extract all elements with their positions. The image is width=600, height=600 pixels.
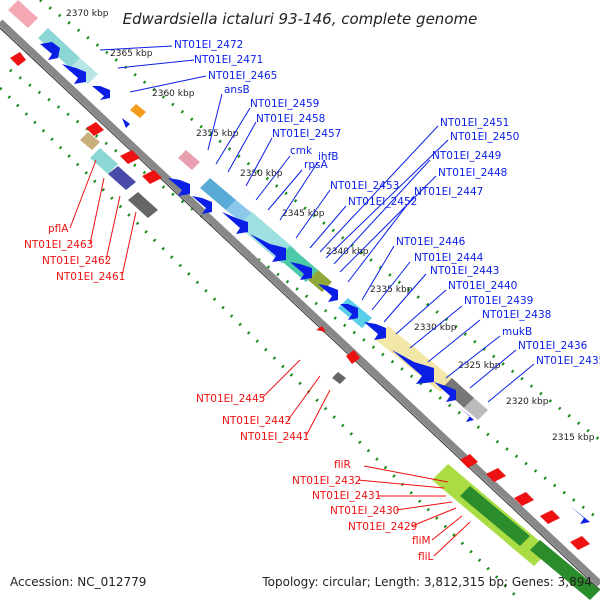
gene-label: NT01EI_2471 bbox=[194, 54, 263, 66]
gene-label: NT01EI_2451 bbox=[440, 117, 509, 129]
map-title: Edwardsiella ictaluri 93-146, complete g… bbox=[123, 10, 478, 28]
forward-gene-labels: NT01EI_2472 NT01EI_2471 NT01EI_2465 ansB… bbox=[174, 39, 600, 367]
kbp-tick: 2350 kbp bbox=[240, 169, 283, 179]
genome-backbone bbox=[0, 19, 600, 587]
gene-label: NT01EI_2436 bbox=[518, 340, 588, 352]
kbp-tick: 2320 kbp bbox=[506, 397, 549, 407]
gene-label: NT01EI_2439 bbox=[464, 295, 533, 307]
kbp-tick: 2315 kbp bbox=[552, 433, 595, 443]
gene-label: NT01EI_2448 bbox=[438, 167, 507, 179]
reverse-leaders bbox=[69, 159, 471, 557]
gene-label: NT01EI_2445 bbox=[196, 393, 265, 405]
gene-label: cmk bbox=[290, 145, 313, 157]
gene-label: fliL bbox=[418, 551, 434, 563]
gene-label: NT01EI_2447 bbox=[414, 186, 483, 198]
gene-label: NT01EI_2435 bbox=[536, 355, 600, 367]
gene-label: ihfB bbox=[318, 151, 338, 163]
gene-label: NT01EI_2443 bbox=[430, 265, 499, 277]
forward-leaders bbox=[99, 45, 535, 403]
kbp-tick: 2360 kbp bbox=[152, 89, 195, 99]
kbp-tick: 2355 kbp bbox=[196, 129, 239, 139]
gene-label: NT01EI_2431 bbox=[312, 490, 381, 502]
gene-label: NT01EI_2452 bbox=[348, 196, 417, 208]
kbp-tick-labels: 2370 kbp 2365 kbp 2360 kbp 2355 kbp 2350… bbox=[66, 9, 595, 443]
gene-label: NT01EI_2442 bbox=[222, 415, 291, 427]
gene-label: NT01EI_2438 bbox=[482, 309, 551, 321]
gene-label: pflA bbox=[48, 223, 69, 235]
kbp-tick: 2365 kbp bbox=[110, 49, 153, 59]
gene-label: fliM bbox=[412, 535, 431, 547]
gene-label: NT01EI_2440 bbox=[448, 280, 517, 292]
kbp-tick: 2345 kbp bbox=[282, 209, 325, 219]
kbp-tick: 2340 kbp bbox=[326, 247, 369, 257]
gene-label: NT01EI_2429 bbox=[348, 521, 417, 533]
gene-label: NT01EI_2459 bbox=[250, 98, 319, 110]
gene-label: NT01EI_2465 bbox=[208, 70, 277, 82]
gene-label: rpsA bbox=[304, 159, 328, 171]
reverse-genes bbox=[10, 52, 590, 550]
gene-label: fliR bbox=[334, 459, 351, 471]
gene-label: NT01EI_2462 bbox=[42, 255, 111, 267]
gene-label: NT01EI_2441 bbox=[240, 431, 309, 443]
reverse-gene-labels: pflA NT01EI_2463 NT01EI_2462 NT01EI_2461… bbox=[24, 223, 434, 563]
gene-label: NT01EI_2457 bbox=[272, 128, 341, 140]
forward-genes bbox=[40, 42, 590, 524]
kbp-tick: 2370 kbp bbox=[66, 9, 109, 19]
feature-bars-reverse bbox=[80, 132, 600, 600]
gene-label: NT01EI_2432 bbox=[292, 475, 361, 487]
topology-summary: Topology: circular; Length: 3,812,315 bp… bbox=[261, 575, 592, 589]
gene-label: NT01EI_2472 bbox=[174, 39, 243, 51]
gene-label: NT01EI_2453 bbox=[330, 180, 399, 192]
gene-label: NT01EI_2450 bbox=[450, 131, 519, 143]
gene-label: NT01EI_2461 bbox=[56, 271, 125, 283]
gene-label: mukB bbox=[502, 326, 532, 338]
accession-text: Accession: NC_012779 bbox=[10, 575, 146, 589]
gene-label: NT01EI_2444 bbox=[414, 252, 484, 264]
gene-label: NT01EI_2446 bbox=[396, 236, 466, 248]
gene-label: NT01EI_2458 bbox=[256, 113, 325, 125]
kbp-tick: 2325 kbp bbox=[458, 361, 501, 371]
gene-label: NT01EI_2430 bbox=[330, 505, 399, 517]
kbp-tick: 2335 kbp bbox=[370, 285, 413, 295]
gene-label: NT01EI_2449 bbox=[432, 150, 501, 162]
gene-label: NT01EI_2463 bbox=[24, 239, 93, 251]
gene-label: ansB bbox=[224, 84, 250, 96]
